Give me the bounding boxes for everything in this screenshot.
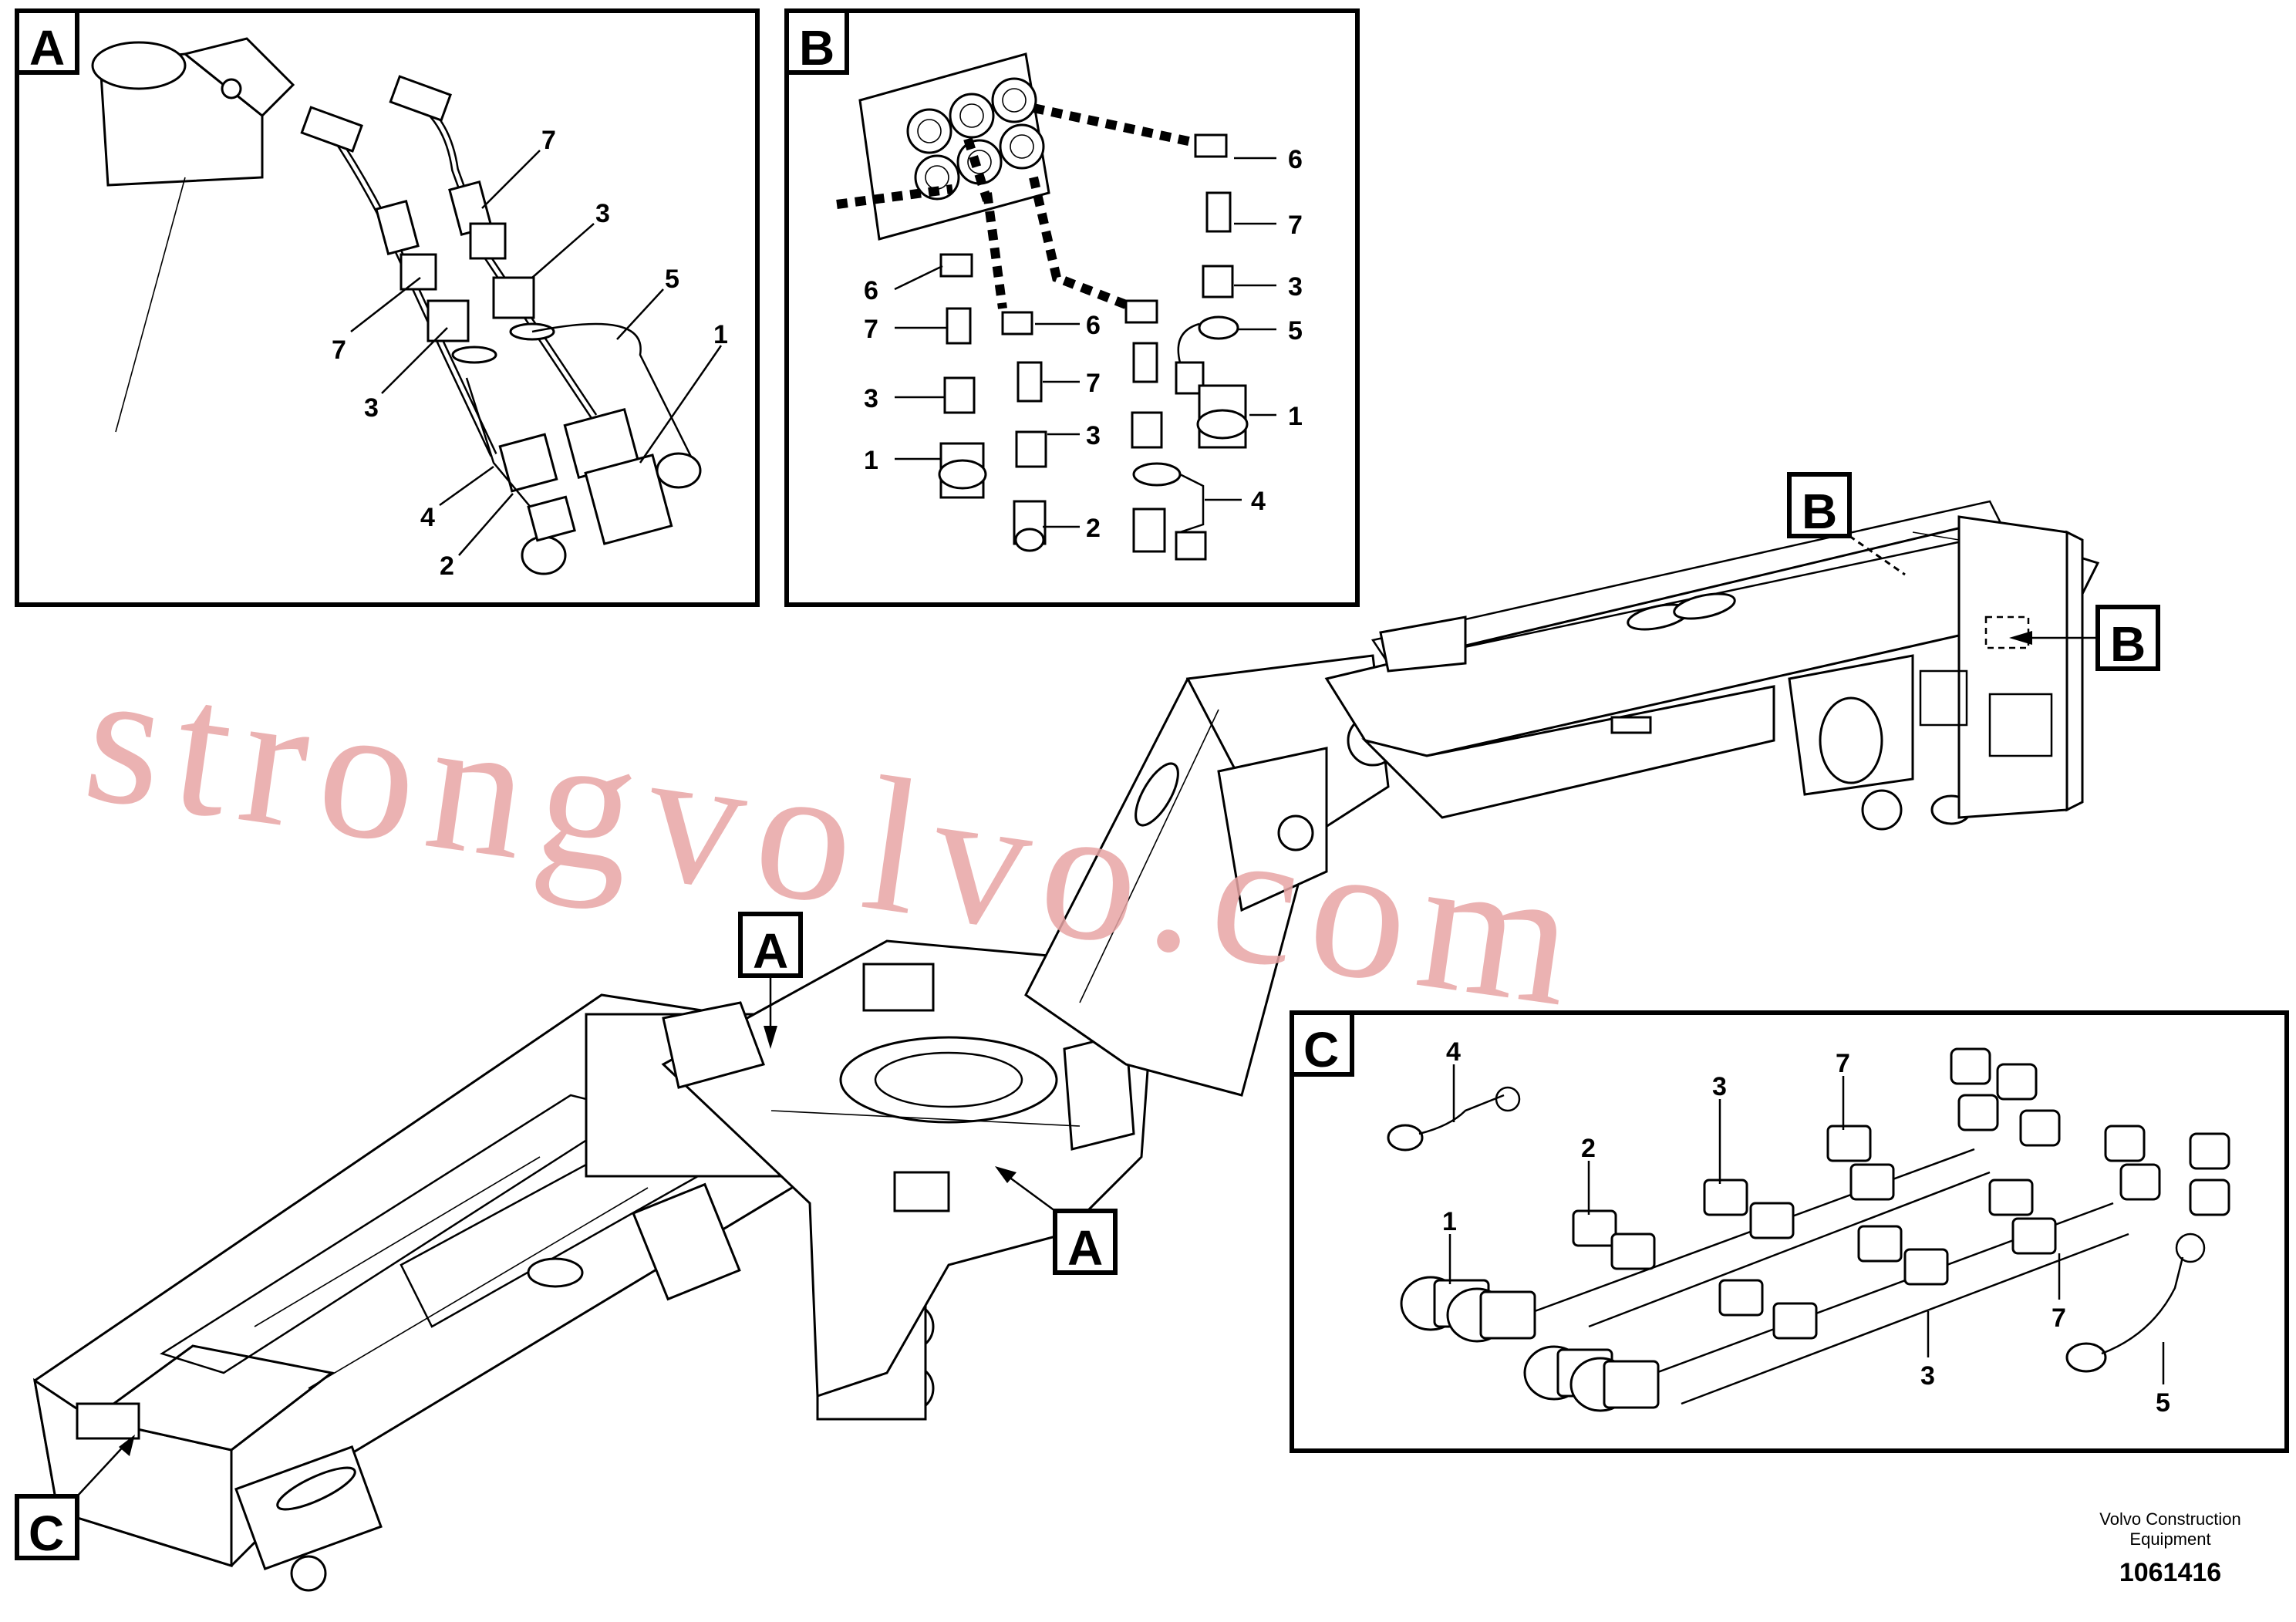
panel-c-callout-4: 4 [1446, 1037, 1461, 1067]
panel-a-callout-7-lower: 7 [332, 336, 346, 365]
panel-b-tag-box [784, 8, 849, 75]
svg-text:C: C [29, 1506, 64, 1561]
detail-panel-a: A [15, 8, 760, 607]
panel-b-callout-6-right: 6 [1288, 145, 1303, 174]
panel-b-callout-6-center: 6 [1086, 311, 1101, 340]
panel-c-callout-3-top: 3 [1712, 1072, 1727, 1101]
panel-a-illustration [91, 37, 702, 575]
panel-b-callout-3-left: 3 [864, 384, 878, 413]
svg-text:A: A [753, 923, 788, 979]
panel-b-callout-7-right: 7 [1288, 211, 1303, 240]
location-tag-b-top: B [1787, 472, 1906, 576]
machine-frame-drawing [32, 500, 2100, 1592]
panel-c-callout-3-bottom: 3 [1920, 1361, 1935, 1391]
panel-b-tag: B [799, 20, 834, 76]
center-section [661, 939, 1151, 1398]
panel-c-illustration [1387, 1047, 2230, 1412]
panel-a-callout-1: 1 [713, 320, 728, 349]
panel-b-callout-1-left: 1 [864, 446, 878, 475]
panel-b-callout-7-center: 7 [1086, 369, 1101, 398]
front-arm [1324, 500, 2100, 831]
panel-a-callout-5: 5 [665, 265, 679, 294]
panel-c-callout-7-top: 7 [1836, 1049, 1850, 1078]
panel-c-callout-1: 1 [1442, 1207, 1457, 1236]
panel-b-callout-3-center: 3 [1086, 421, 1101, 450]
panel-b-callout-6-left: 6 [864, 276, 878, 305]
location-tag-a-side: A [995, 1166, 1118, 1276]
panel-c-tag-box [1290, 1010, 1354, 1077]
panel-b-callout-1-right: 1 [1288, 402, 1303, 431]
panel-a-callout-3-upper: 3 [595, 199, 610, 228]
drawing-number: 1061416 [2119, 1558, 2221, 1587]
panel-c-callout-7-bottom: 7 [2052, 1303, 2066, 1333]
panel-a-callout-7-upper: 7 [541, 126, 556, 155]
svg-text:B: B [1802, 484, 1837, 539]
panel-b-callout-5: 5 [1288, 316, 1303, 346]
panel-a-tag: A [29, 20, 65, 76]
panel-b-callout-4: 4 [1251, 487, 1266, 516]
company-name-line2: Equipment [2129, 1529, 2210, 1549]
panel-b-illustration [836, 52, 1249, 561]
panel-c-callout-2: 2 [1581, 1134, 1596, 1163]
location-tag-b-side: B [2009, 605, 2160, 672]
panel-a-tag-box [15, 8, 79, 75]
detail-panel-b: B [784, 8, 1360, 607]
panel-c-callout-5: 5 [2156, 1388, 2170, 1418]
panel-a-callout-4: 4 [420, 503, 435, 532]
panel-b-callout-7-left: 7 [864, 315, 878, 344]
footer: Volvo Construction Equipment 1061416 [2099, 1509, 2240, 1587]
svg-text:B: B [2110, 616, 2146, 672]
svg-text:A: A [1067, 1220, 1103, 1276]
location-tag-a-top: A [738, 912, 803, 1049]
panel-a-callout-3-lower: 3 [364, 393, 379, 423]
panel-b-callout-2: 2 [1086, 514, 1101, 543]
panel-a-callout-2: 2 [440, 551, 454, 581]
company-name: Volvo Construction [2099, 1509, 2240, 1529]
panel-b-callout-3-right: 3 [1288, 272, 1303, 302]
location-tag-c-bottom: C [15, 1435, 135, 1561]
detail-panel-c: C [1290, 1010, 2289, 1453]
panel-c-tag: C [1303, 1022, 1339, 1077]
